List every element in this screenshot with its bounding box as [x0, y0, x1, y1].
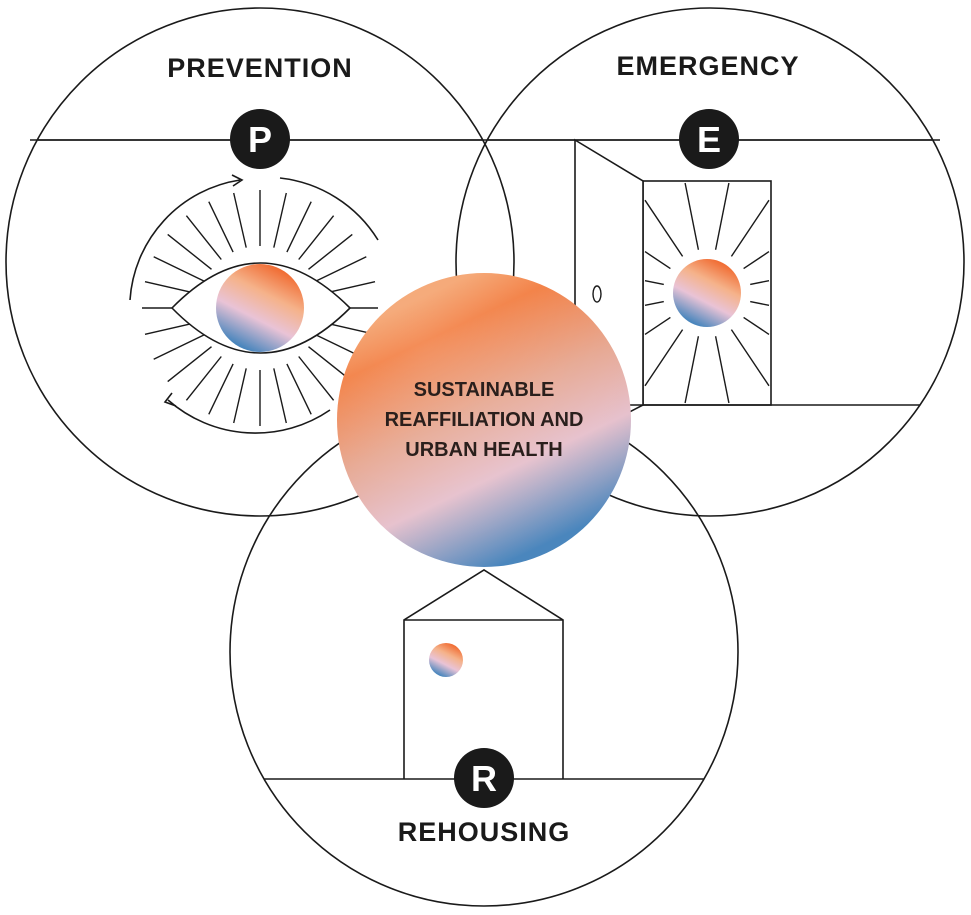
eye-rays: [142, 190, 378, 426]
house-window-orb: [429, 643, 463, 677]
prevention-badge: P: [230, 109, 290, 169]
eye-ray: [153, 256, 205, 282]
sun-ray: [730, 199, 770, 257]
sun-ray: [750, 300, 770, 306]
prevention-badge-circle: [230, 109, 290, 169]
eye-ray: [153, 334, 205, 360]
arrow-head-bottom: [163, 392, 177, 407]
sun-ray: [684, 336, 700, 404]
rehousing-badge: R: [454, 748, 514, 808]
prevention-badge-letter: P: [248, 119, 272, 160]
sun-ray: [644, 300, 664, 306]
center-orb-group: SUSTAINABLE REAFFILIATION AND URBAN HEAL…: [337, 273, 631, 567]
eye-ray: [273, 368, 287, 424]
rehousing-badge-letter: R: [471, 758, 497, 799]
cycle-arc-left: [129, 179, 241, 301]
house-outline: [403, 569, 564, 779]
eye-ray: [167, 233, 212, 270]
center-label-line-2: REAFFILIATION AND: [385, 409, 584, 431]
sun-ray: [644, 316, 671, 335]
sun-ray: [750, 280, 770, 286]
sun-ray: [684, 182, 700, 250]
rehousing-badge-circle: [454, 748, 514, 808]
emergency-title: EMERGENCY: [616, 51, 799, 81]
sun-ray: [644, 280, 664, 286]
house-illustration: [403, 569, 564, 779]
eye-ray: [185, 215, 222, 260]
sun-ray: [730, 329, 770, 387]
eye-iris-orb: [216, 264, 304, 352]
emergency-badge: E: [679, 109, 739, 169]
eye-ray: [185, 356, 222, 401]
eye-illustration: [129, 174, 379, 434]
emergency-badge-circle: [679, 109, 739, 169]
center-label-line-3: URBAN HEALTH: [405, 439, 562, 461]
eye-ray: [315, 256, 367, 282]
eye-ray: [233, 368, 247, 424]
eye-ray: [298, 356, 335, 401]
emergency-circle: [455, 7, 965, 517]
eye-ray: [298, 215, 335, 260]
sun-ray: [743, 251, 770, 270]
eye-ray: [208, 201, 234, 253]
rehousing-title: REHOUSING: [398, 817, 571, 847]
prevention-title: PREVENTION: [167, 53, 353, 83]
center-label-line-1: SUSTAINABLE: [414, 379, 555, 401]
sun-ray: [644, 251, 671, 270]
door-sun-orb: [673, 259, 741, 327]
arrow-head-top: [231, 174, 244, 187]
cycle-arc-top-right: [279, 177, 379, 241]
eye-ray: [273, 192, 287, 248]
eye-ray: [286, 363, 312, 415]
eye-ray: [286, 201, 312, 253]
sun-ray: [644, 199, 684, 257]
sun-ray: [743, 316, 770, 335]
eye-ray: [167, 346, 212, 383]
prevention-circle: [5, 7, 515, 517]
eye-ray: [308, 233, 353, 270]
cycle-arc-bottom: [167, 399, 331, 434]
emergency-badge-letter: E: [697, 119, 721, 160]
door-knob: [592, 285, 602, 303]
eye-ray: [208, 363, 234, 415]
eye-ray: [233, 192, 247, 248]
sun-ray: [714, 182, 730, 250]
door-sun-rays: [644, 182, 770, 404]
sun-ray: [644, 329, 684, 387]
sun-ray: [714, 336, 730, 404]
